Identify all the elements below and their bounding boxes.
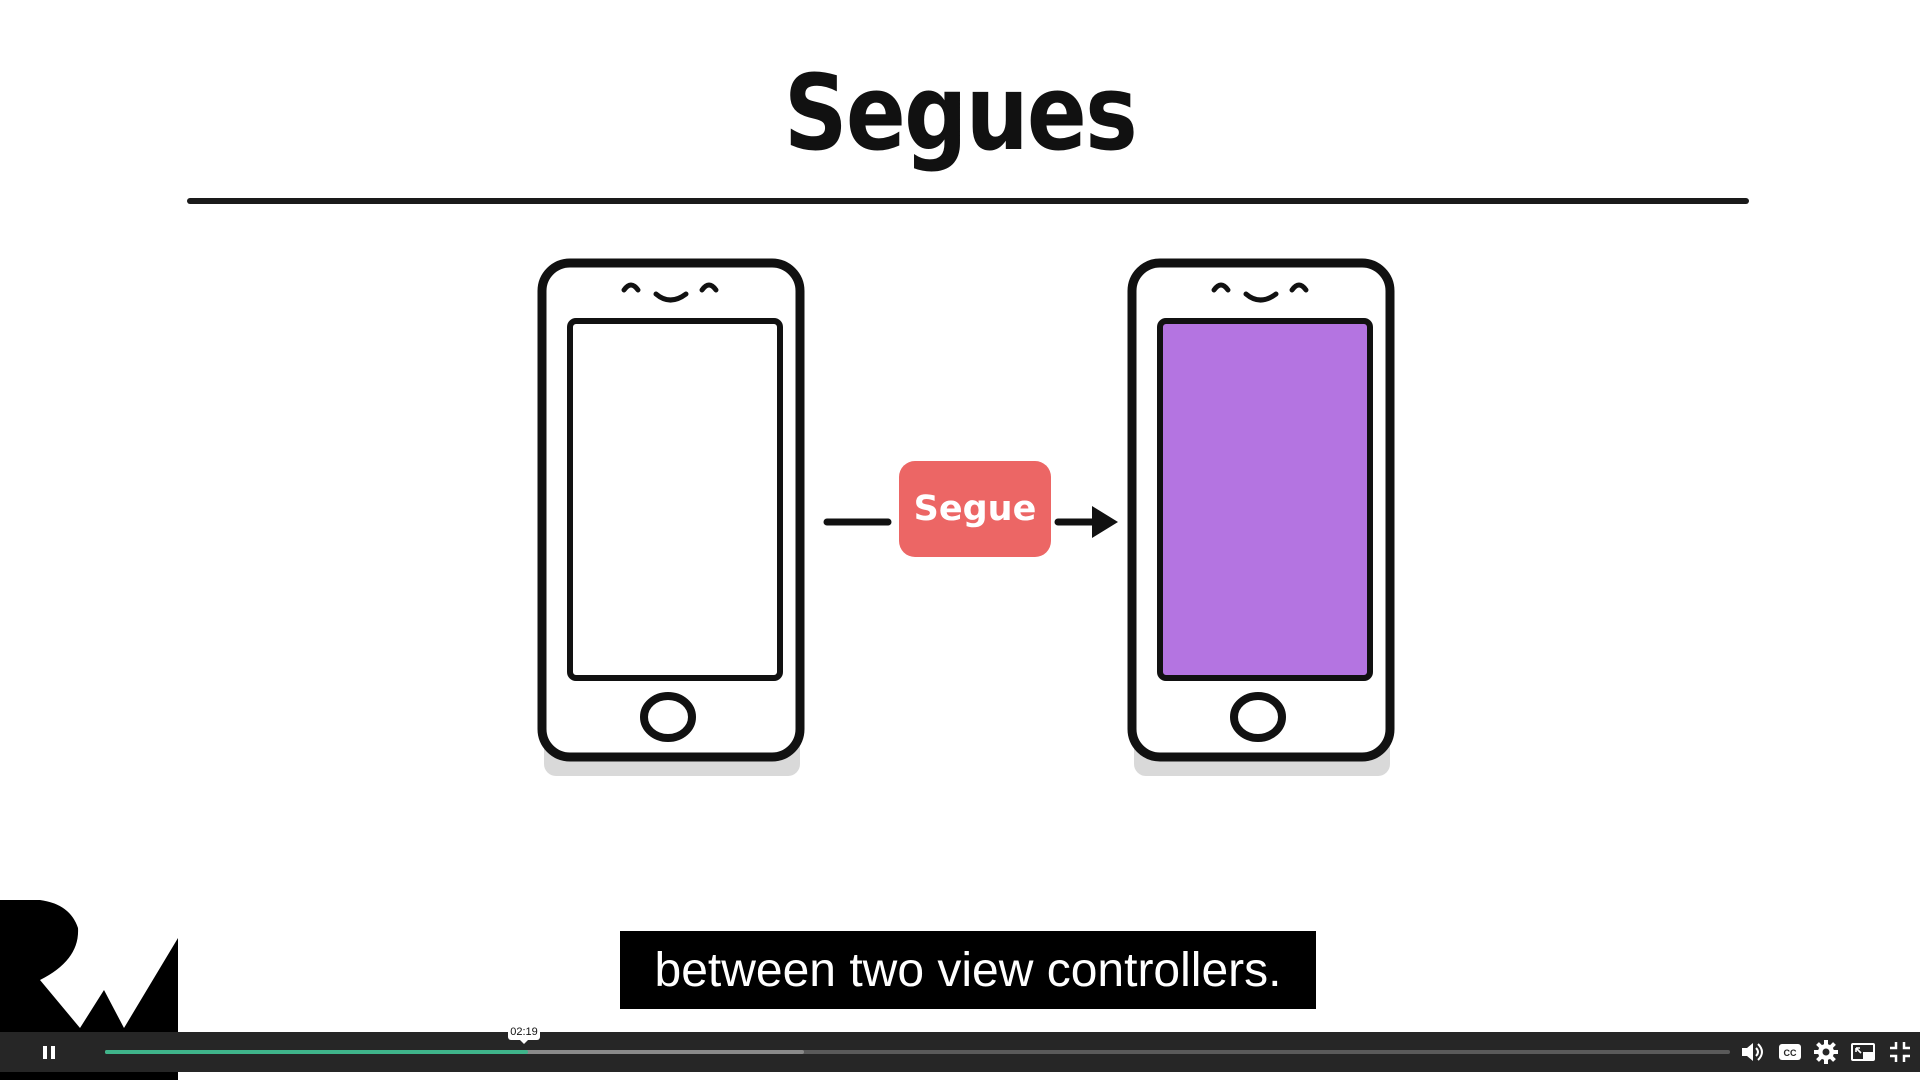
arrow-head-icon — [1092, 506, 1118, 538]
phone-smile — [1243, 291, 1279, 303]
title-divider — [187, 198, 1749, 204]
volume-icon[interactable] — [1738, 1038, 1766, 1066]
progress-played — [105, 1050, 528, 1054]
segue-badge: Segue — [899, 461, 1051, 557]
exit-fullscreen-icon[interactable] — [1886, 1038, 1914, 1066]
phone-smile — [653, 291, 689, 303]
phone-eye — [1289, 282, 1309, 293]
cc-icon[interactable]: CC — [1776, 1038, 1804, 1066]
destination-phone — [1127, 258, 1395, 776]
slide-title: Segues — [783, 52, 1138, 174]
pause-icon[interactable] — [34, 1037, 64, 1067]
phone-eye — [699, 282, 719, 293]
destination-screen — [1157, 318, 1373, 681]
subtitle-caption: between two view controllers. — [620, 931, 1316, 1009]
source-screen — [567, 318, 783, 681]
progress-bar[interactable] — [105, 1050, 1730, 1054]
svg-text:CC: CC — [1784, 1048, 1797, 1058]
gear-icon[interactable] — [1812, 1038, 1840, 1066]
time-tooltip: 02:19 — [508, 1024, 540, 1044]
phone-eye — [621, 282, 641, 293]
home-button — [640, 692, 696, 742]
phone-eye — [1211, 282, 1231, 293]
source-phone — [537, 258, 805, 776]
home-button — [1230, 692, 1286, 742]
picture-in-picture-icon[interactable] — [1849, 1038, 1877, 1066]
